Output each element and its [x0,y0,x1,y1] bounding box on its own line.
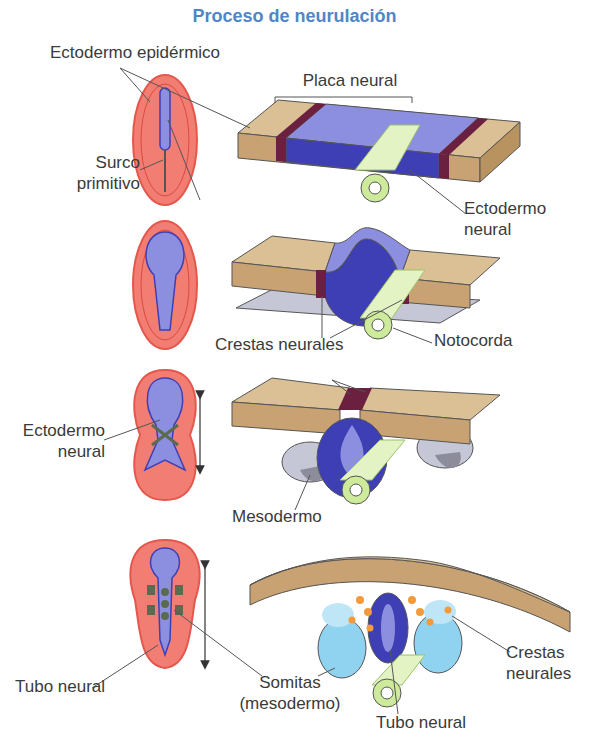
neural-fold-slab [232,378,500,504]
embryo-stage-2 [133,221,197,349]
part-label: Tubo neural [376,712,496,733]
part-label: Placa neural [290,70,410,91]
neural-plate-slab [238,100,520,202]
part-label: Tubo neural [15,676,135,697]
embryo-stage-4 [130,540,205,668]
part-label: Ectodermo neural [464,198,564,240]
part-label: Surco primitivo [50,152,140,194]
part-label: Ectodermo epidérmico [50,42,250,63]
part-label: Crestas neurales [215,334,375,355]
neural-groove-slab [232,228,500,339]
leader-lines [92,68,510,714]
part-label: Crestas neurales [506,642,589,684]
part-label: Mesodermo [232,506,352,527]
embryo-stage-1 [133,75,197,205]
part-label: Somitas (mesodermo) [232,672,348,714]
part-label: Notocorda [434,330,544,351]
diagram-title: Proceso de neurulación [0,6,589,27]
part-label: Ectodermo neural [5,420,105,462]
embryo-stage-3 [134,370,200,500]
